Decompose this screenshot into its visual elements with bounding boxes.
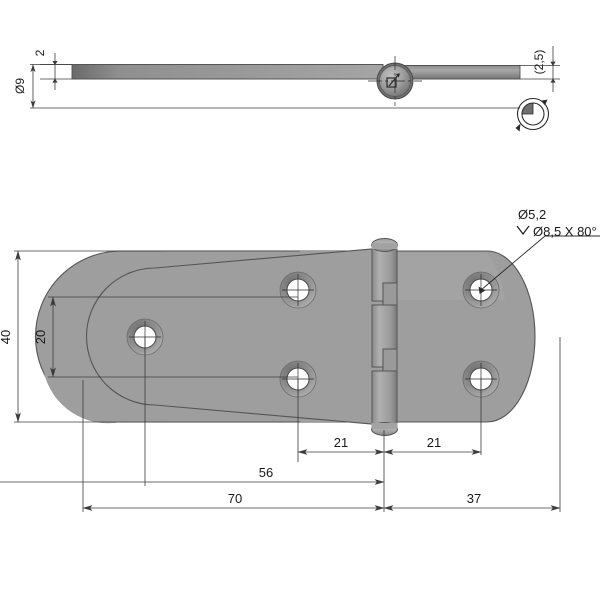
countersink-icon bbox=[516, 225, 530, 235]
knuckle-step-upper bbox=[382, 282, 398, 306]
pin-marker-arrow bbox=[396, 73, 400, 78]
dimension-20 bbox=[48, 296, 298, 378]
dim2-arrow-down bbox=[52, 61, 58, 66]
rotation-quadrant-fill bbox=[521, 102, 534, 115]
dim-label-56: 56 bbox=[259, 465, 273, 480]
dim-label-37: 37 bbox=[467, 491, 481, 506]
callout-label-line1: Ø5,2 bbox=[518, 207, 546, 222]
knuckle-left-lower bbox=[371, 370, 398, 429]
rotation-arrow-top bbox=[541, 99, 548, 106]
dim-label-thickness2: 2 bbox=[33, 49, 47, 56]
pin-marker-stroke bbox=[388, 73, 400, 87]
horizontal-dim-extension-lines bbox=[82, 337, 561, 512]
pin-marker-box bbox=[386, 77, 397, 88]
plan-view: Ø5,2 Ø8,5 X 80° 40 20 21 bbox=[0, 207, 600, 512]
dim2-arrow-up bbox=[52, 78, 58, 83]
dimension-40 bbox=[14, 250, 300, 423]
callout-leader-line bbox=[480, 235, 546, 291]
hinge-pin-marker bbox=[386, 73, 400, 88]
knuckle-step-lower bbox=[382, 348, 398, 372]
left-leaf-profile bbox=[71, 64, 384, 80]
dim-label-21-left: 21 bbox=[334, 435, 348, 450]
callout-label-line2: Ø8,5 X 80° bbox=[533, 224, 597, 239]
dim25-arrow-up bbox=[550, 78, 556, 83]
dim-label-21-right: 21 bbox=[427, 435, 441, 450]
hinge-knuckle-group bbox=[371, 238, 398, 436]
side-elevation-view: Ø9 2 bbox=[13, 46, 560, 132]
rotation-outer-arc bbox=[516, 97, 550, 131]
pin-collar-top bbox=[371, 243, 398, 249]
dim-label-20: 20 bbox=[33, 330, 48, 344]
dim-label-ref25: (2,5) bbox=[532, 50, 546, 75]
rotation-arrow-bottom bbox=[515, 123, 521, 132]
ref-thickness-dimension bbox=[520, 46, 560, 92]
pin-centerlines bbox=[368, 56, 422, 106]
dim-label-d9: Ø9 bbox=[13, 78, 27, 94]
hole-callout bbox=[478, 225, 600, 294]
dim25-arrow-down bbox=[550, 61, 556, 67]
rotation-arrows-icon bbox=[515, 97, 550, 132]
callout-arrowhead bbox=[478, 286, 486, 294]
pin-collar-bottom bbox=[371, 423, 398, 429]
dim-label-70: 70 bbox=[228, 491, 242, 506]
thickness2-dimension bbox=[40, 53, 72, 90]
dim-label-40: 40 bbox=[0, 330, 13, 344]
